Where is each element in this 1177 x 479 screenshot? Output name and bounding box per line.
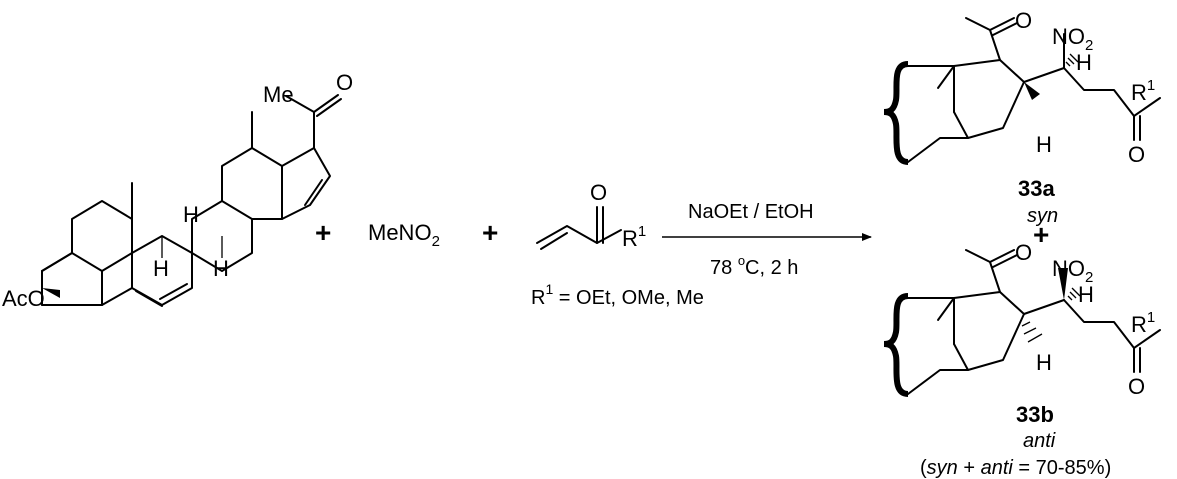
temperature-label: 78 oC, 2 h <box>710 253 798 279</box>
product-33a: O NO2 H H R1 O 33a syn <box>883 8 1161 227</box>
acrylate-oxygen-label: O <box>590 180 607 205</box>
anti-acetyl-oxygen: O <box>1015 240 1032 265</box>
syn-wedge <box>1024 82 1040 100</box>
starting-steroid: Me O AcO H H H <box>2 70 353 311</box>
acrylate-r-label: R1 <box>622 223 646 251</box>
brace-icon <box>883 293 909 397</box>
nitromethane-label: MeNO2 <box>368 220 440 250</box>
anti-ketone-oxygen: O <box>1128 374 1145 399</box>
methyl-label: Me <box>263 82 294 107</box>
reaction-arrow: NaOEt / EtOH 78 oC, 2 h <box>662 201 872 279</box>
syn-acetyl-oxygen: O <box>1015 8 1032 33</box>
stereo-label-anti: anti <box>1023 430 1056 452</box>
syn-r1-label: R1 <box>1131 77 1155 105</box>
syn-h-ring: H <box>1036 132 1052 157</box>
product-33b: O NO2 H H R1 O 33b anti <box>883 240 1161 452</box>
brace-icon <box>883 61 909 165</box>
ring-hashes <box>161 219 223 258</box>
r1-definition: R1 = OEt, OMe, Me <box>531 281 704 309</box>
aco-label: AcO <box>2 286 45 311</box>
plus-sign-products: + <box>1033 219 1049 250</box>
anti-h-ring: H <box>1036 350 1052 375</box>
h-label-9: H <box>153 256 169 281</box>
nitromethane: MeNO2 <box>368 220 440 250</box>
aco-wedge <box>42 288 60 298</box>
syn-no2-label: NO2 <box>1052 24 1093 54</box>
compound-id-33a: 33a <box>1018 176 1055 201</box>
steroid-bonds <box>41 94 342 307</box>
reagents-label: NaOEt / EtOH <box>688 201 814 223</box>
anti-wedge-no2 <box>1058 268 1068 300</box>
syn-hash <box>1065 53 1079 67</box>
syn-bonds <box>907 17 1161 163</box>
anti-r1-label: R1 <box>1131 309 1155 337</box>
anti-hash <box>1021 287 1081 343</box>
acrylate: O R1 R1 = OEt, OMe, Me <box>531 180 704 309</box>
stereo-label-syn: syn <box>1027 205 1058 227</box>
anti-bonds <box>907 249 1161 395</box>
plus-sign-2: + <box>482 217 498 248</box>
syn-h-top: H <box>1076 50 1092 75</box>
acrylate-bonds <box>536 206 622 250</box>
anti-no2-label: NO2 <box>1052 256 1093 286</box>
plus-sign-1: + <box>315 217 331 248</box>
acetyl-oxygen-label: O <box>336 70 353 95</box>
syn-ketone-oxygen: O <box>1128 142 1145 167</box>
compound-id-33b: 33b <box>1016 402 1054 427</box>
h-label-14: H <box>213 256 229 281</box>
anti-h-top: H <box>1078 282 1094 307</box>
yield-note: (syn + anti = 70-85%) <box>920 457 1111 479</box>
h-label-8: H <box>183 202 199 227</box>
